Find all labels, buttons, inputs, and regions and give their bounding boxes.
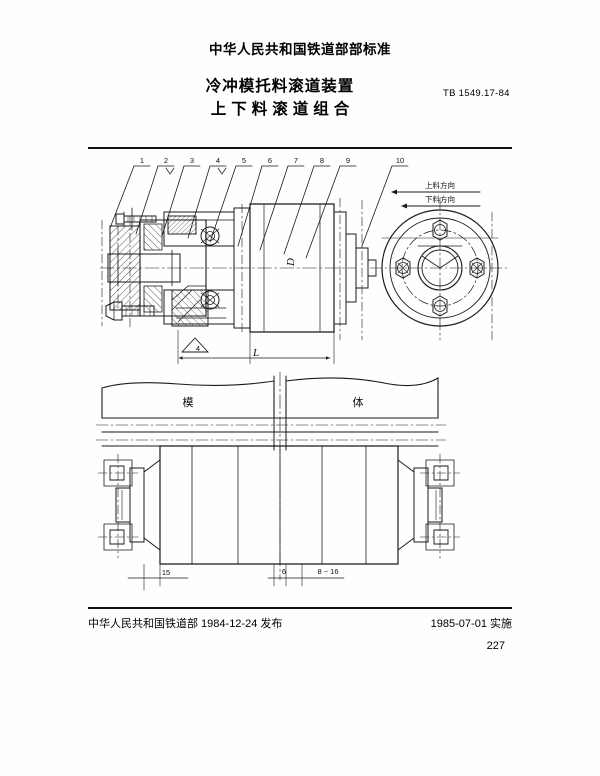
flange-bolt-right xyxy=(469,257,485,279)
leader-number-10: 10 xyxy=(396,156,404,165)
flange-bolts xyxy=(395,219,485,317)
svg-text:L: L xyxy=(252,347,259,359)
svg-text:8 ~ 16: 8 ~ 16 xyxy=(317,567,338,576)
end-flange-view: 上料方向 下料方向 xyxy=(369,180,511,341)
dimension-L: L xyxy=(177,329,335,365)
leader-number-6: 6 xyxy=(268,156,272,165)
label-feed-in: 上料方向 xyxy=(425,180,455,190)
sectional-assembly-view: D 4 L xyxy=(99,197,377,365)
label-mold-char-1: 模 xyxy=(183,396,194,409)
footer-divider-rule xyxy=(88,607,512,609)
flange-bolt-bottom xyxy=(432,295,448,317)
leader-number-3: 3 xyxy=(190,156,194,165)
header-divider-rule xyxy=(88,147,512,149)
title-line-2: 上下料滚道组合 xyxy=(210,101,355,118)
svg-text:15: 15 xyxy=(162,568,170,577)
flange-bolt-top xyxy=(432,219,448,241)
technical-drawing: 1 2 3 4 5 6 7 8 9 10 xyxy=(88,150,512,602)
bolt-upper-left xyxy=(115,207,157,231)
leader-number-9: 9 xyxy=(346,156,350,165)
dimension-15: 15 xyxy=(127,568,189,579)
leader-number-1: 1 xyxy=(140,156,144,165)
footer-issued-by: 中华人民共和国铁道部 1984-12-24 发布 xyxy=(88,618,283,630)
title-line-1: 冷冲模托料滚道装置 xyxy=(205,78,355,95)
bolt-lower-left xyxy=(105,301,155,321)
leader-number-7: 7 xyxy=(294,156,298,165)
dimension-6-and-range: 6 8 ~ 16 xyxy=(267,567,345,579)
leader-number-2: 2 xyxy=(164,156,168,165)
lower-front-view: 模 体 xyxy=(95,371,461,591)
svg-text:4: 4 xyxy=(196,344,200,353)
page-number: 227 xyxy=(486,640,505,652)
standard-number: TB 1549.17-84 xyxy=(443,88,510,99)
flange-bolt-left xyxy=(395,257,411,279)
leader-lines xyxy=(109,165,409,259)
leader-number-4: 4 xyxy=(216,156,220,165)
svg-text:6: 6 xyxy=(282,567,286,576)
issuing-organization: 中华人民共和国铁道部部标准 xyxy=(209,42,391,57)
left-bracket xyxy=(97,453,145,559)
direction-arrows: 上料方向 下料方向 xyxy=(391,180,481,209)
document-title: 冷冲模托料滚道装置 上下料滚道组合 xyxy=(150,76,410,122)
footer-effective-date: 1985-07-01 实施 xyxy=(430,618,512,630)
leader-number-5: 5 xyxy=(242,156,246,165)
surface-finish-note: 4 xyxy=(180,337,210,353)
dimension-label-D: D xyxy=(285,258,297,267)
label-mold-char-2: 体 xyxy=(353,395,364,409)
right-bracket xyxy=(413,453,461,559)
leader-number-8: 8 xyxy=(320,156,324,165)
